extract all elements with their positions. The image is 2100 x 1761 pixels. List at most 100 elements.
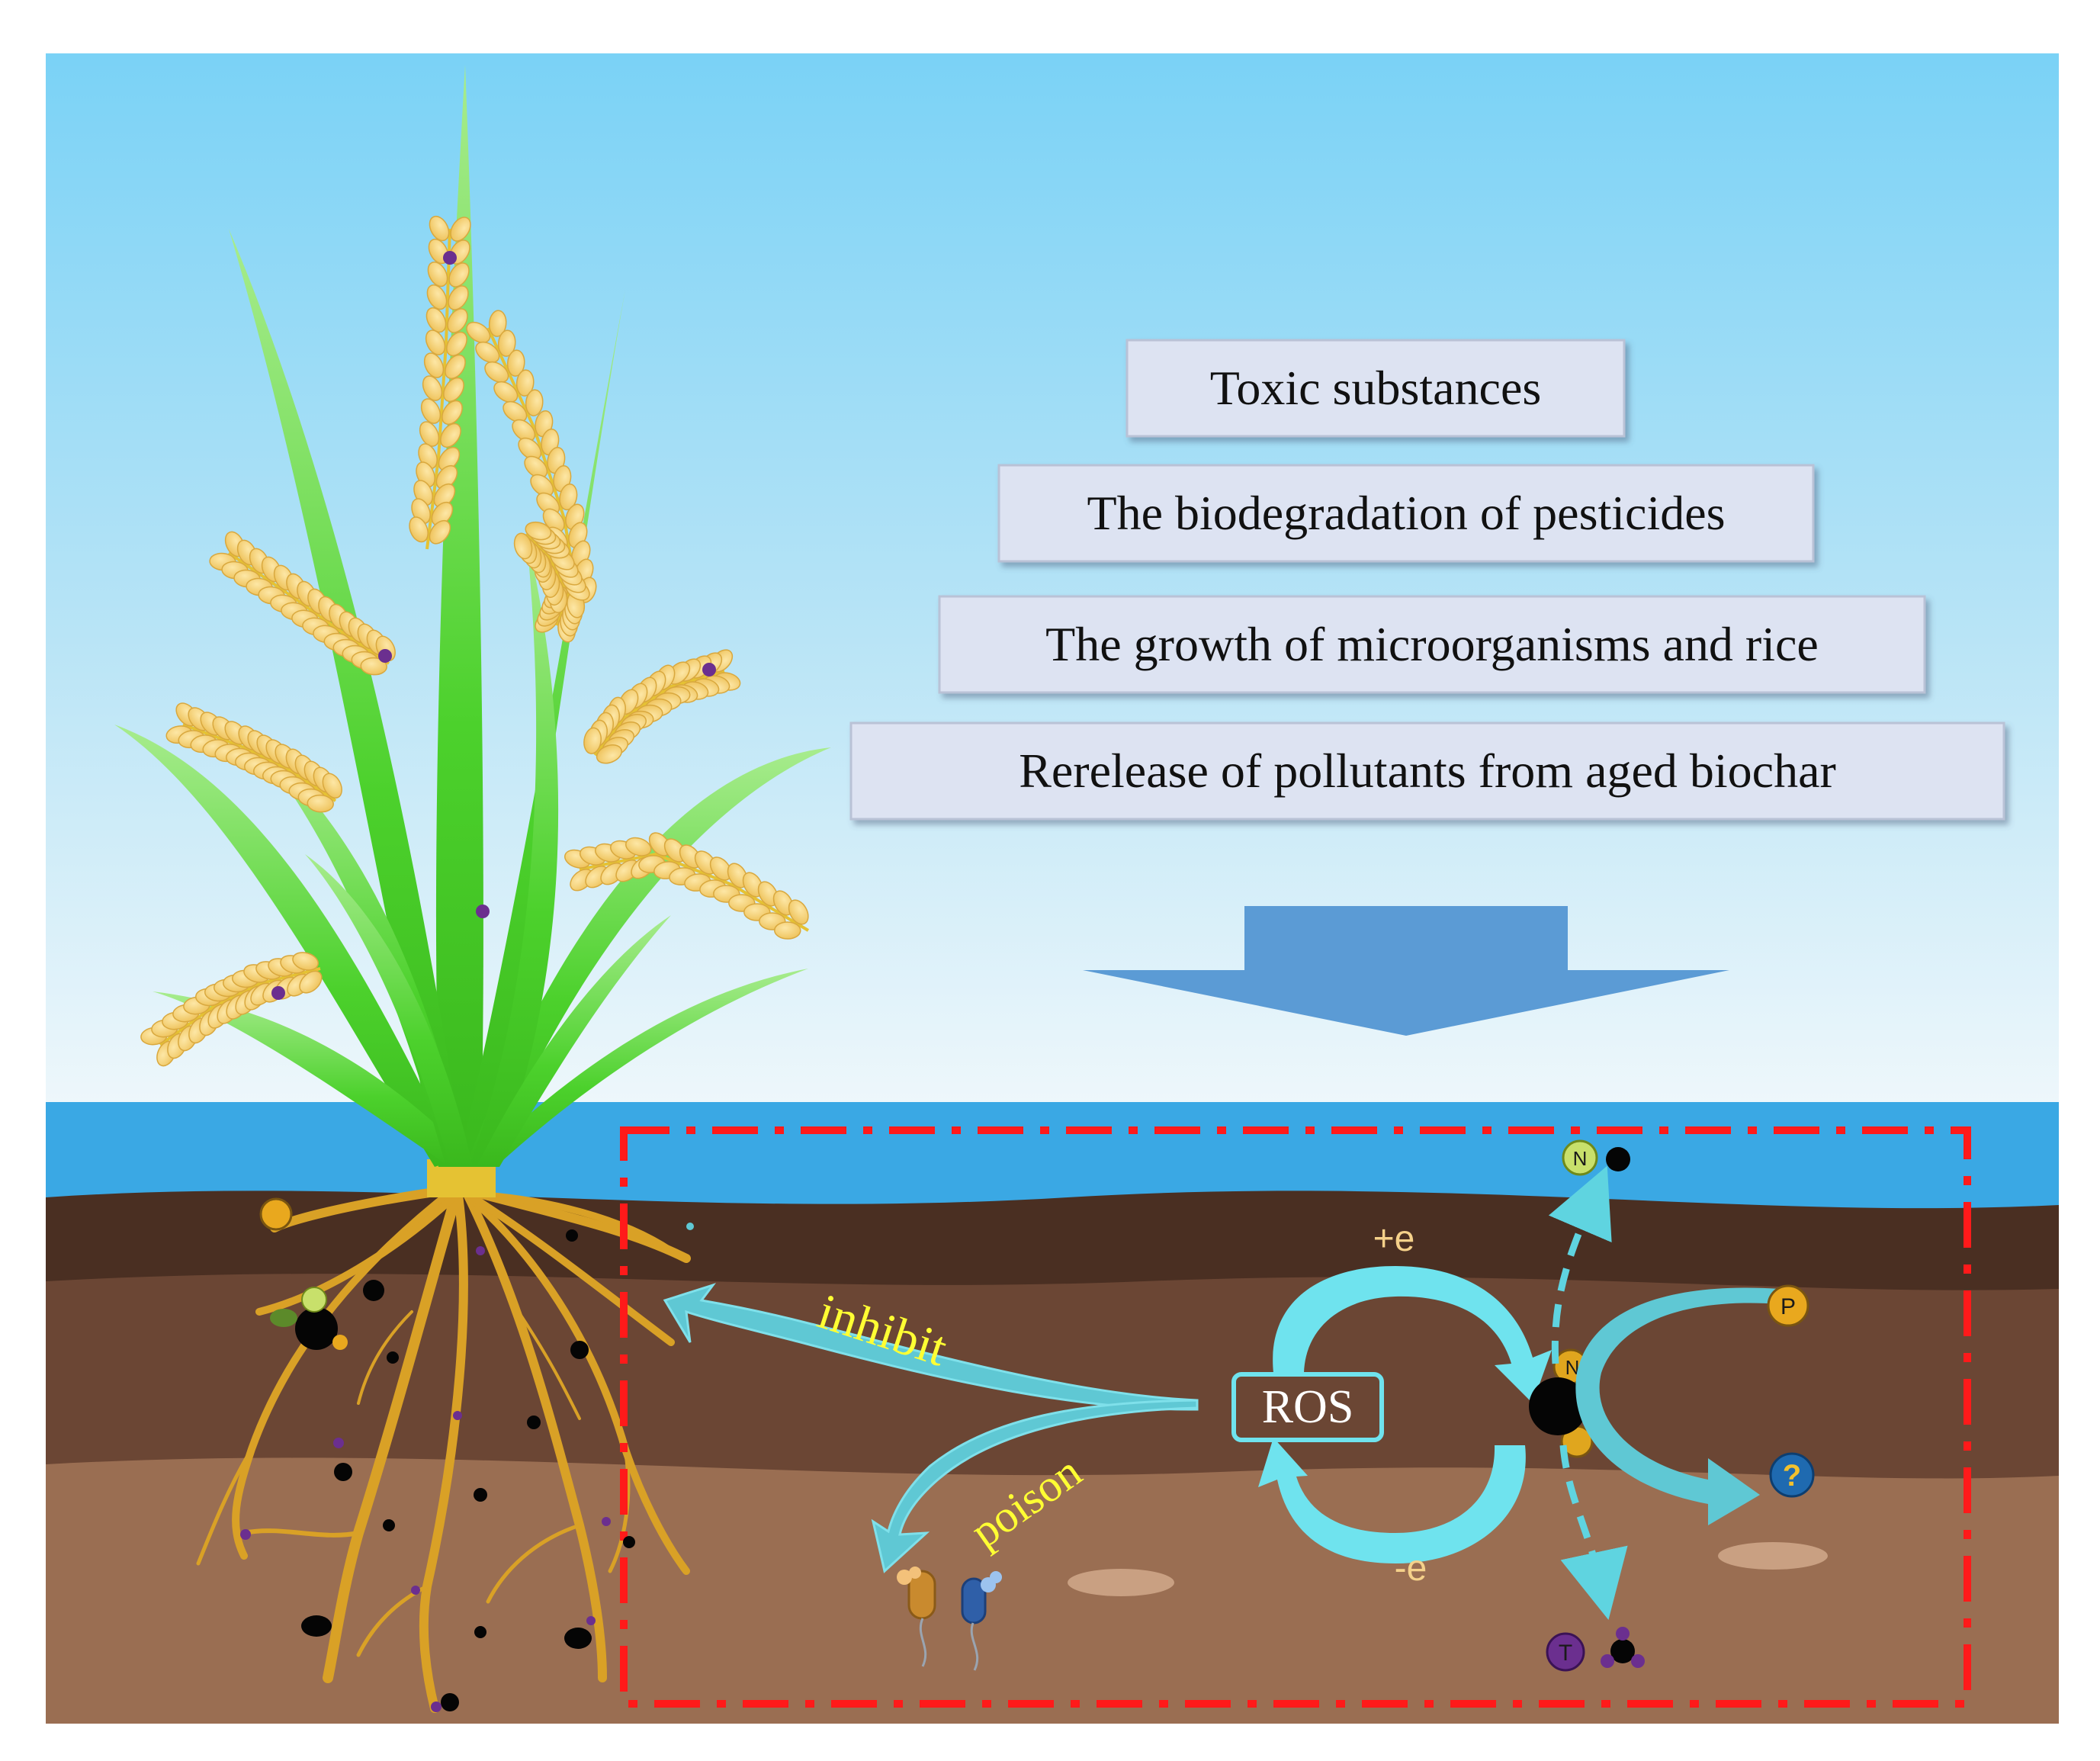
pollutant-dot [702, 663, 716, 676]
roots [196, 1184, 691, 1713]
rice-grain [530, 474, 554, 497]
rice-grain [435, 464, 458, 490]
microbe-orange [897, 1567, 936, 1667]
rice-grain [425, 329, 446, 355]
pollutant-dot [378, 649, 392, 663]
ros-box [1231, 1372, 1384, 1442]
panicle [564, 832, 810, 940]
rice-grain [757, 881, 779, 907]
rice-plant [114, 65, 831, 1713]
rice-grain [448, 285, 469, 310]
rice-grain [596, 744, 623, 764]
rice-grain [292, 952, 319, 971]
pollutant-dot [443, 251, 457, 265]
rice-grain [423, 352, 445, 378]
rice-grain [442, 400, 463, 426]
rice-grain [774, 921, 801, 940]
box-rerelease [849, 721, 2005, 821]
rice-panicles [140, 215, 810, 1067]
rice-grain [450, 217, 471, 242]
rice-grain [440, 423, 461, 448]
box-toxic-substances [1125, 339, 1626, 438]
panicle [209, 531, 396, 676]
rice-grain [524, 455, 548, 479]
box-label: The growth of microorganisms and rice [1045, 617, 1819, 671]
particle-t [1546, 1632, 1585, 1672]
rice-grain [493, 381, 519, 403]
rice-grain [772, 890, 794, 916]
panicle [513, 521, 590, 643]
particle-p [1767, 1284, 1809, 1327]
rice-grain [525, 389, 544, 416]
rice-grain [425, 307, 447, 333]
box-label: The biodegradation of pesticides [1087, 486, 1725, 540]
panicle [409, 215, 471, 550]
rice-grain [431, 501, 454, 526]
sky [46, 53, 2059, 1106]
box-growth [938, 595, 1926, 694]
rice-grain [559, 484, 578, 511]
panicle [583, 649, 741, 764]
rice-grain [429, 519, 451, 545]
rice-grain [475, 341, 500, 363]
rice-grain [742, 872, 763, 898]
rice-grain [503, 400, 528, 423]
biochar-particle [1529, 1348, 1594, 1458]
particle-t-label: T [1559, 1640, 1572, 1666]
rice-grain [445, 354, 466, 380]
pollutant-dot [476, 905, 490, 918]
factor-boxes: Toxic substances The biodegradation of p… [849, 339, 2005, 821]
poison-arrow [871, 1399, 1199, 1573]
release-arrow-down [1559, 1444, 1628, 1620]
rice-grain [307, 794, 334, 813]
t-cluster [1601, 1627, 1645, 1668]
panicle [165, 702, 342, 813]
rice-grain [426, 284, 448, 310]
stone [1068, 1569, 1174, 1596]
rice-grain [409, 516, 429, 543]
rice-grain [709, 856, 732, 881]
rice-grain [484, 361, 509, 383]
rice-grain [447, 308, 468, 333]
p-transform-arrow [1575, 1287, 1781, 1525]
rice-grain [525, 521, 552, 541]
rice-grain [583, 727, 602, 754]
pollutant-dot [271, 986, 285, 1000]
box-biodegradation [997, 464, 1815, 563]
rice-grain [512, 419, 536, 442]
rice-grain [360, 657, 387, 676]
rice-grain [433, 483, 456, 508]
box-label: Rerelease of pollutants from aged biocha… [1019, 744, 1836, 798]
particle-n-top-label: N [1573, 1147, 1588, 1170]
down-arrow [1083, 906, 1729, 1036]
rice-grain [446, 331, 467, 357]
rice-grain [513, 532, 533, 560]
rice-grain [788, 899, 809, 925]
ros-label: ROS [1262, 1381, 1354, 1433]
rice-grain [625, 837, 652, 856]
question-label: ? [1783, 1459, 1801, 1493]
inhibit-arrow [663, 1283, 1199, 1411]
rice-grain [443, 377, 464, 403]
leaves [114, 65, 831, 1167]
rice-grain [448, 262, 470, 288]
focus-frame [620, 1126, 1971, 1708]
rice-grain [299, 970, 323, 994]
rice-grain [518, 437, 542, 461]
rice-grain [422, 375, 443, 401]
stone [1718, 1542, 1828, 1570]
particle-p-label: P [1781, 1294, 1796, 1319]
rice-grain [466, 321, 491, 343]
electron-loss-arrow [1258, 1438, 1526, 1563]
particle-p-root [259, 1197, 293, 1231]
unknown-product-icon [1769, 1452, 1815, 1498]
particle-n-label: N [1565, 1356, 1580, 1379]
rice-grain [322, 773, 342, 799]
microbe-blue [961, 1571, 1002, 1671]
release-arrow-up [1548, 1165, 1612, 1364]
particle-n-top [1562, 1139, 1630, 1176]
panicle [140, 952, 323, 1067]
minus-e-label: -e [1395, 1548, 1427, 1589]
rice-grain [488, 310, 507, 337]
